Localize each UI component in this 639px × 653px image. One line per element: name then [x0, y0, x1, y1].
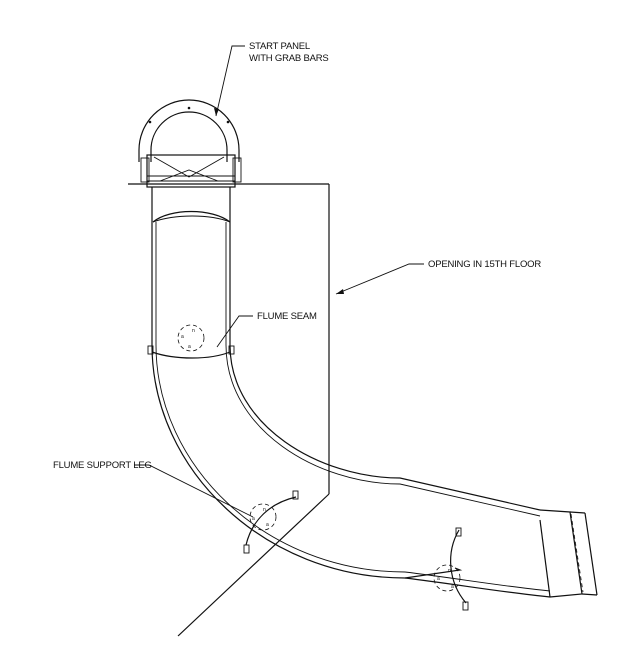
svg-text:a: a [252, 516, 255, 522]
annotation-labels: START PANEL WITH GRAB BARS OPENING IN 15… [53, 41, 542, 471]
svg-text:a: a [437, 576, 440, 582]
start-panel-label-line1: START PANEL [249, 41, 310, 52]
svg-text:a: a [451, 584, 454, 590]
start-panel-label-line2: WITH GRAB BARS [249, 53, 329, 64]
svg-text:n: n [263, 507, 266, 513]
support-leg-label: FLUME SUPPORT LEG [53, 460, 152, 471]
support-leg-markers: a n a a n a a n a [177, 324, 461, 592]
opening-label: OPENING IN 15TH FLOOR [428, 259, 541, 270]
start-panel [138, 99, 242, 222]
svg-text:n: n [192, 328, 195, 334]
svg-text:a: a [266, 522, 269, 528]
svg-text:a: a [181, 334, 184, 340]
support-leg-marker-1: a n a [177, 324, 205, 352]
support-leg-marker-3: a n a [433, 564, 461, 592]
support-leg-marker-2: a n a [249, 503, 277, 531]
flume-seam-label: FLUME SEAM [257, 311, 317, 322]
flume-body [147, 210, 598, 611]
svg-text:a: a [188, 344, 191, 350]
svg-text:n: n [448, 568, 451, 574]
leader-lines [134, 45, 424, 518]
floor-opening-outline [128, 183, 330, 637]
